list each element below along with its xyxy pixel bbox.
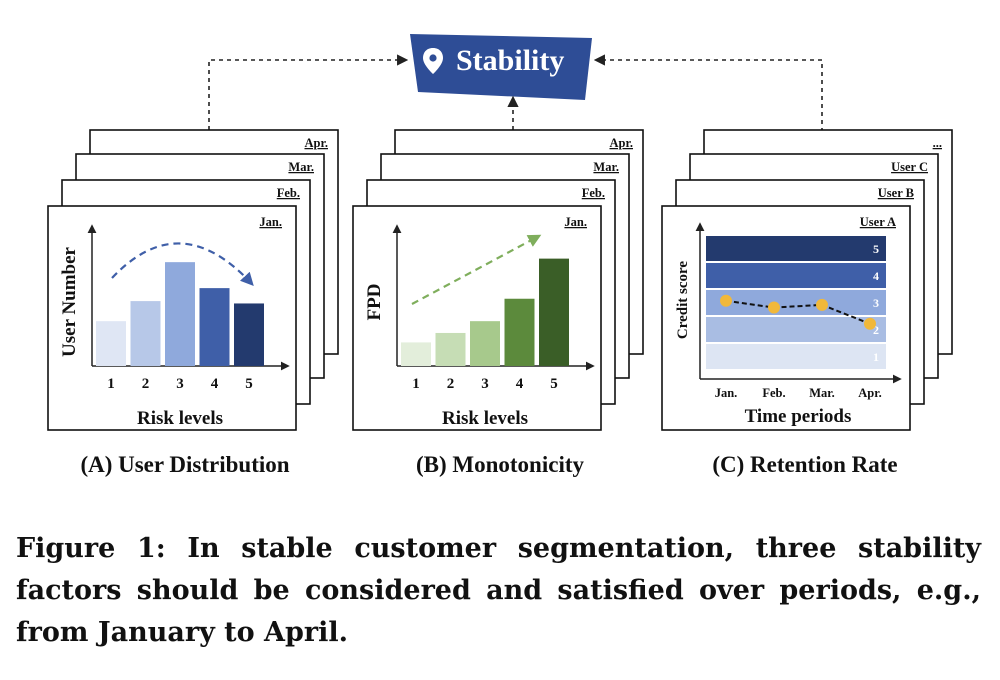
connector-lines bbox=[208, 54, 823, 132]
panel-a-caption: (A) User Distribution bbox=[80, 452, 289, 477]
stability-badge: Stability bbox=[410, 34, 592, 100]
series-line bbox=[725, 299, 871, 325]
x-tick-label: 3 bbox=[176, 376, 184, 392]
x-tick-label: Feb. bbox=[762, 386, 785, 400]
bar bbox=[401, 342, 431, 366]
x-tick-label: 5 bbox=[550, 376, 558, 392]
data-point bbox=[768, 301, 780, 314]
stability-badge-shape bbox=[410, 34, 592, 100]
bar bbox=[130, 301, 161, 366]
panel-c-caption: (C) Retention Rate bbox=[712, 452, 897, 477]
band-label: 1 bbox=[873, 350, 879, 364]
sheet-label: Mar. bbox=[593, 160, 619, 174]
data-point bbox=[720, 294, 732, 307]
bar bbox=[470, 321, 500, 366]
x-tick-label: 3 bbox=[481, 376, 489, 392]
x-tick-label: 5 bbox=[245, 376, 253, 392]
bar bbox=[234, 303, 264, 366]
sheet-label: User C bbox=[891, 160, 928, 174]
trend-arrow bbox=[411, 234, 542, 305]
sheet-label: User A bbox=[860, 215, 896, 229]
bar bbox=[165, 262, 195, 366]
bar bbox=[504, 298, 535, 366]
x-tick-label: 4 bbox=[516, 376, 524, 392]
sheet-label: Jan. bbox=[564, 215, 587, 229]
x-axis-label: Risk levels bbox=[442, 408, 528, 429]
x-tick-label: 4 bbox=[211, 376, 219, 392]
sheet-label: User B bbox=[878, 186, 914, 200]
score-band bbox=[706, 290, 886, 315]
x-tick-label: 1 bbox=[107, 376, 115, 392]
score-band bbox=[706, 236, 886, 261]
figure-caption: Figure 1: In stable customer segmentatio… bbox=[16, 533, 981, 648]
sheet-label: Apr. bbox=[609, 136, 633, 150]
band-label: 5 bbox=[873, 242, 879, 256]
x-tick-label: Apr. bbox=[858, 386, 882, 400]
sheet-label: Feb. bbox=[582, 186, 605, 200]
bar bbox=[96, 321, 126, 366]
sheet-label: Mar. bbox=[288, 160, 314, 174]
connector-a bbox=[208, 54, 409, 130]
x-tick-label: 2 bbox=[142, 376, 150, 392]
stability-label: Stability bbox=[456, 44, 564, 77]
y-axis-label: Credit score bbox=[675, 261, 691, 340]
panel-b-caption: (B) Monotonicity bbox=[416, 452, 585, 477]
score-band bbox=[706, 344, 886, 369]
bar bbox=[199, 288, 230, 366]
connector-c bbox=[593, 54, 823, 132]
sheet-label: Jan. bbox=[259, 215, 282, 229]
x-tick-label: Jan. bbox=[715, 386, 738, 400]
score-band bbox=[706, 263, 886, 288]
band-label: 2 bbox=[873, 323, 879, 337]
x-axis-label: Risk levels bbox=[137, 408, 223, 429]
x-tick-label: 1 bbox=[412, 376, 420, 392]
sheet-label: ... bbox=[933, 136, 942, 150]
data-point bbox=[816, 298, 828, 311]
x-tick-label: 2 bbox=[447, 376, 455, 392]
bar bbox=[539, 258, 569, 366]
location-pin-icon bbox=[423, 48, 443, 74]
data-point bbox=[864, 317, 876, 330]
y-axis-label: FPD bbox=[364, 284, 385, 321]
score-band bbox=[706, 317, 886, 342]
y-axis-label: User Number bbox=[59, 246, 80, 357]
band-label: 4 bbox=[873, 269, 879, 283]
band-label: 3 bbox=[873, 296, 879, 310]
x-tick-label: Mar. bbox=[809, 386, 835, 400]
bar bbox=[435, 332, 466, 366]
x-axis-label: Time periods bbox=[745, 406, 852, 427]
sheet-label: Feb. bbox=[277, 186, 300, 200]
sheet-label: Apr. bbox=[304, 136, 328, 150]
